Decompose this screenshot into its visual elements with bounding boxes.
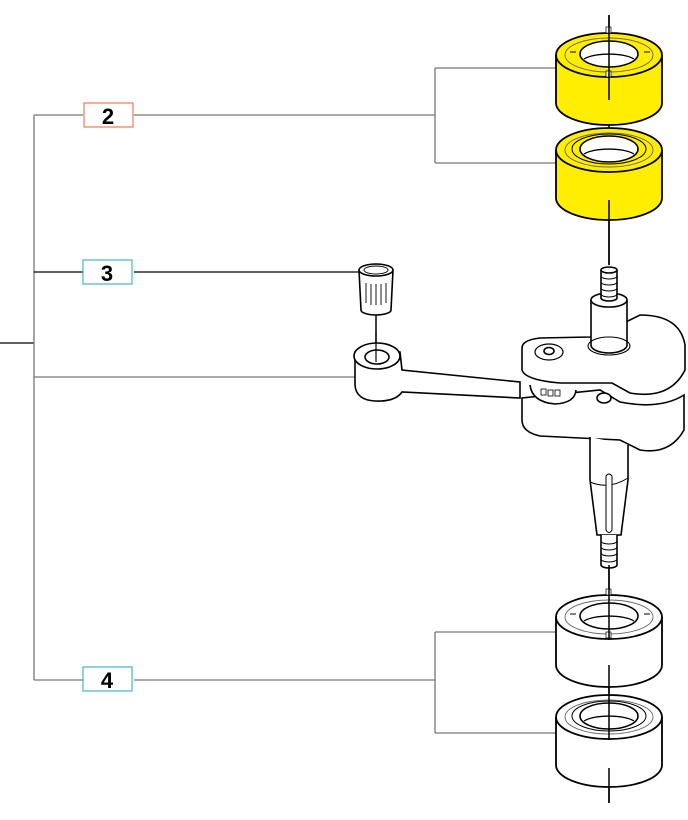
- callout-2-box: [83, 102, 134, 128]
- leader-lines: [0, 67, 557, 734]
- callout-4-label: 4: [101, 668, 114, 693]
- crankshaft[interactable]: [521, 266, 686, 569]
- callout-4[interactable]: 4: [82, 666, 133, 693]
- upper-ball-bearing[interactable]: [555, 127, 663, 221]
- needle-bearing[interactable]: [358, 263, 394, 316]
- callout-3-label: 3: [101, 261, 113, 286]
- callout-4-box: [82, 666, 133, 692]
- callout-2[interactable]: 2: [83, 102, 134, 129]
- callout-2-label: 2: [102, 104, 114, 129]
- callout-3[interactable]: 3: [82, 259, 133, 286]
- connecting-rod[interactable]: [353, 330, 521, 402]
- callout-3-box: [82, 259, 133, 285]
